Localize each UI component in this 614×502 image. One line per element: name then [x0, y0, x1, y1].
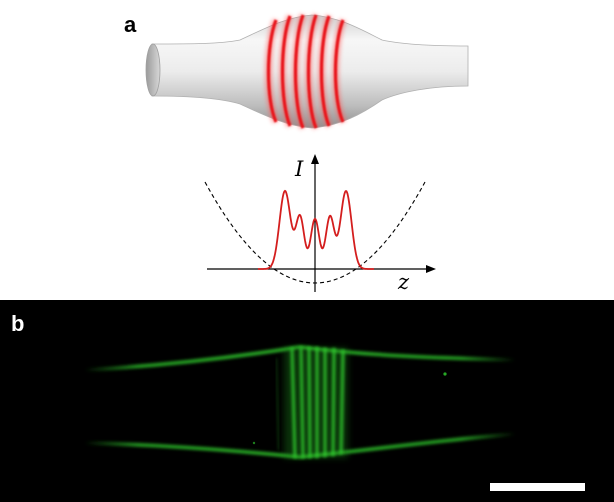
- intensity-curve: [258, 189, 374, 270]
- fluorescent-speck: [252, 441, 256, 445]
- panel-label-b: b: [11, 311, 25, 336]
- i-axis-arrow: [311, 154, 319, 164]
- fiber-end-face: [145, 43, 161, 97]
- z-axis-label: z: [397, 270, 410, 294]
- mode-stripes: [275, 346, 348, 459]
- panel-a-schematic: I z: [145, 13, 469, 294]
- fluorescent-speck: [443, 372, 447, 376]
- scale-bar: [490, 483, 585, 491]
- red-mode-rings: [265, 13, 347, 130]
- panel-b-micrograph: [0, 300, 614, 502]
- intensity-plot: I z: [204, 154, 436, 294]
- panel-label-a: a: [124, 12, 137, 37]
- i-axis-label: I: [294, 157, 304, 181]
- z-axis-arrow: [426, 265, 436, 273]
